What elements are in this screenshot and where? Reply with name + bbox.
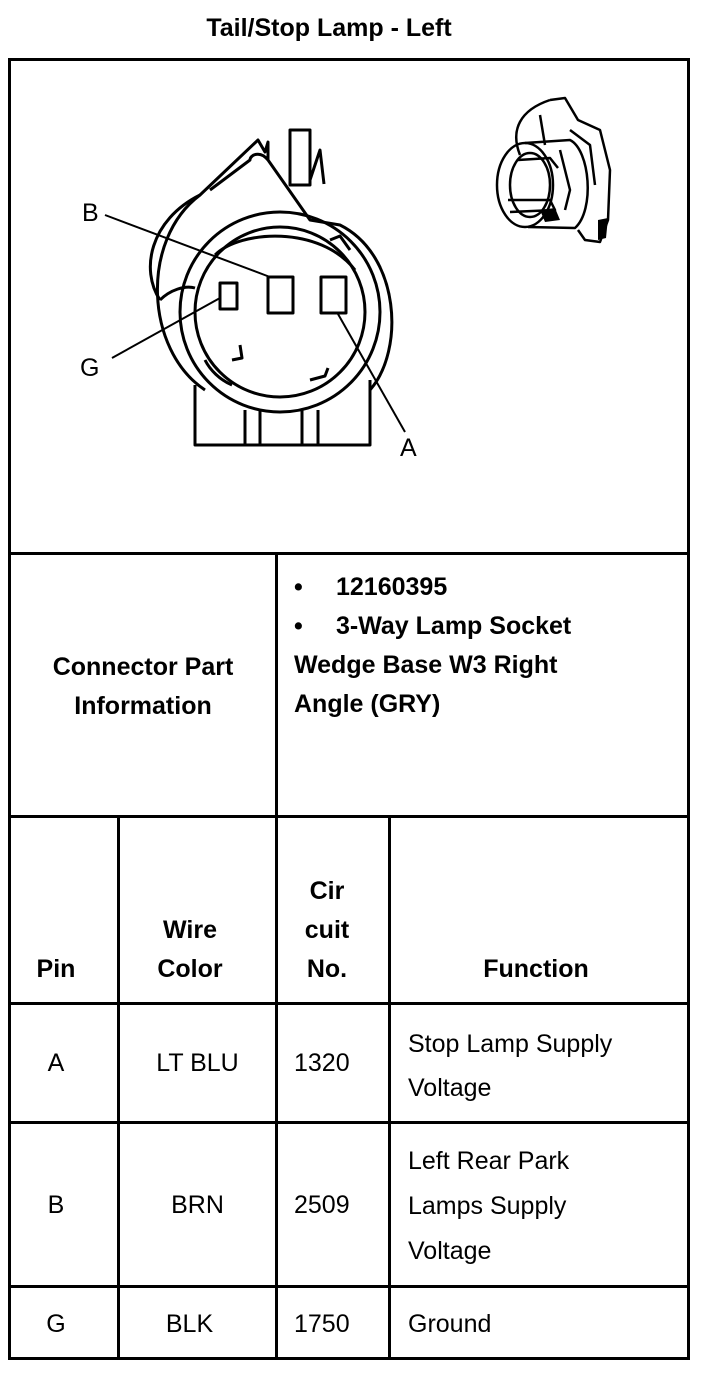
terminal-cavity-b <box>266 275 295 315</box>
header-pin-text: Pin <box>36 955 76 983</box>
divider-col-circuit <box>388 815 391 1360</box>
table-row-b-pin: B <box>47 1191 65 1219</box>
connector-description: Wedge Base W3 Right Angle (GRY) <box>294 651 558 718</box>
header-function-text: Function <box>483 955 589 983</box>
header-wire-color-text: Wire Color <box>157 916 223 983</box>
table-row-a-circuit: 1320 <box>294 1049 350 1077</box>
pin-label-b: B <box>82 199 99 227</box>
socket-type: 3-Way Lamp Socket <box>336 612 572 640</box>
terminal-cavity-a <box>319 275 348 315</box>
connector-info-bullets: •12160395 •3-Way Lamp Socket <box>294 568 684 646</box>
leader-line-b <box>104 214 271 278</box>
divider-diagram-info <box>8 552 690 555</box>
connector-info-values: •12160395 •3-Way Lamp Socket Wedge Base … <box>294 568 684 724</box>
divider-col-wire <box>275 815 278 1360</box>
leader-line-a <box>337 313 406 433</box>
divider-header-row1 <box>8 1002 690 1005</box>
connector-3d-fill <box>540 208 608 240</box>
terminal-cavity-g <box>218 281 239 311</box>
header-circuit-no: Cir cuit No. <box>296 872 358 989</box>
table-row-g-wire-color: BLK <box>165 1310 214 1338</box>
table-row-g-pin: G <box>46 1310 66 1338</box>
divider-row2-row3 <box>8 1285 690 1288</box>
table-row-a-function: Stop Lamp Supply Voltage <box>408 1030 613 1102</box>
table-row-a-pin: A <box>47 1049 65 1077</box>
connector-table-frame <box>8 58 690 1360</box>
connector-info-bullet: •3-Way Lamp Socket <box>294 612 572 640</box>
part-number: 12160395 <box>336 573 448 601</box>
pin-label-a: A <box>400 434 417 462</box>
connector-info-label: Connector Part Information <box>11 648 275 726</box>
connector-housing <box>148 128 394 392</box>
divider-info-column <box>275 552 278 818</box>
connector-3d-view <box>495 96 612 244</box>
table-row-b-circuit: 2509 <box>294 1191 350 1219</box>
connector-face-diagram: B G A <box>80 96 612 462</box>
table-row-g-function: Ground <box>408 1310 492 1338</box>
connector-info-label-text: Connector Part Information <box>52 653 234 720</box>
connector-outer-ring <box>178 210 382 414</box>
pin-label-g: G <box>80 354 99 382</box>
connector-info-bullet: •12160395 <box>294 573 448 601</box>
header-wire-color: Wire Color <box>150 911 230 989</box>
page-title: Tail/Stop Lamp - Left <box>206 14 452 42</box>
table-row-b-wire-color: BRN <box>171 1191 224 1219</box>
header-pin: Pin <box>11 950 101 989</box>
header-circuit-no-text: Cir cuit No. <box>304 877 350 983</box>
table-row-b-function: Left Rear Park Lamps Supply Voltage <box>408 1147 570 1265</box>
header-function: Function <box>391 950 681 989</box>
connector-lower-body <box>193 380 372 447</box>
divider-info-table <box>8 815 690 818</box>
leader-line-g <box>111 297 221 359</box>
table-row-g-circuit: 1750 <box>294 1310 350 1338</box>
table-row-a-wire-color: LT BLU <box>156 1049 239 1077</box>
divider-row1-row2 <box>8 1121 690 1124</box>
divider-col-pin <box>117 815 120 1360</box>
